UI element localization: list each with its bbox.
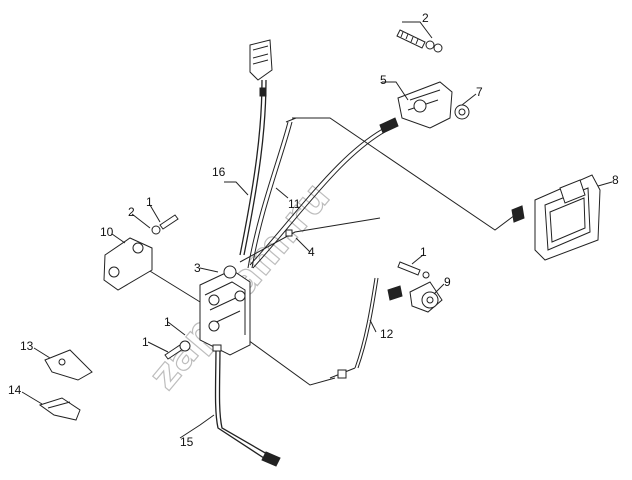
callout-3: 3 (194, 261, 201, 275)
bolt-6 (396, 29, 443, 53)
lock-body (199, 265, 251, 356)
screw-1-lower (164, 340, 191, 360)
callout-10: 10 (100, 225, 114, 239)
callout-13: 13 (20, 339, 34, 353)
callout-14: 14 (8, 383, 22, 397)
callout-6: 2 (422, 11, 429, 25)
clip-14 (38, 397, 81, 421)
outside-handle-8 (511, 174, 601, 261)
callout-12: 12 (380, 327, 394, 341)
callout-2-lower: 1 (164, 315, 171, 329)
screw-1-upper (151, 214, 179, 235)
callout-labels: 2 5 7 8 16 11 1 2 10 4 1 3 9 1 12 1 13 1… (8, 11, 619, 449)
callout-8: 8 (612, 173, 619, 187)
callout-7: 7 (476, 85, 483, 99)
inner-handle-plate (249, 39, 273, 97)
striker-plate-10 (103, 237, 153, 291)
nut-7 (454, 104, 470, 120)
cable-clips (212, 229, 347, 467)
callout-2-upper: 2 (128, 205, 135, 219)
leader-lines (21, 21, 613, 439)
callout-1-lower: 1 (142, 335, 149, 349)
callout-5: 5 (380, 73, 387, 87)
callout-4: 4 (308, 245, 315, 259)
bracket-13 (44, 349, 93, 381)
callout-15: 16 (212, 165, 226, 179)
cables (144, 79, 516, 463)
callout-1-upper: 1 (146, 195, 153, 209)
bracket-5 (379, 81, 453, 134)
screw-1-right (397, 261, 430, 279)
callout-11: 11 (288, 197, 301, 211)
callout-1-right: 1 (420, 245, 427, 259)
callout-9: 9 (444, 275, 451, 289)
lock-cylinder-9 (387, 281, 443, 313)
callout-16: 15 (180, 435, 194, 449)
